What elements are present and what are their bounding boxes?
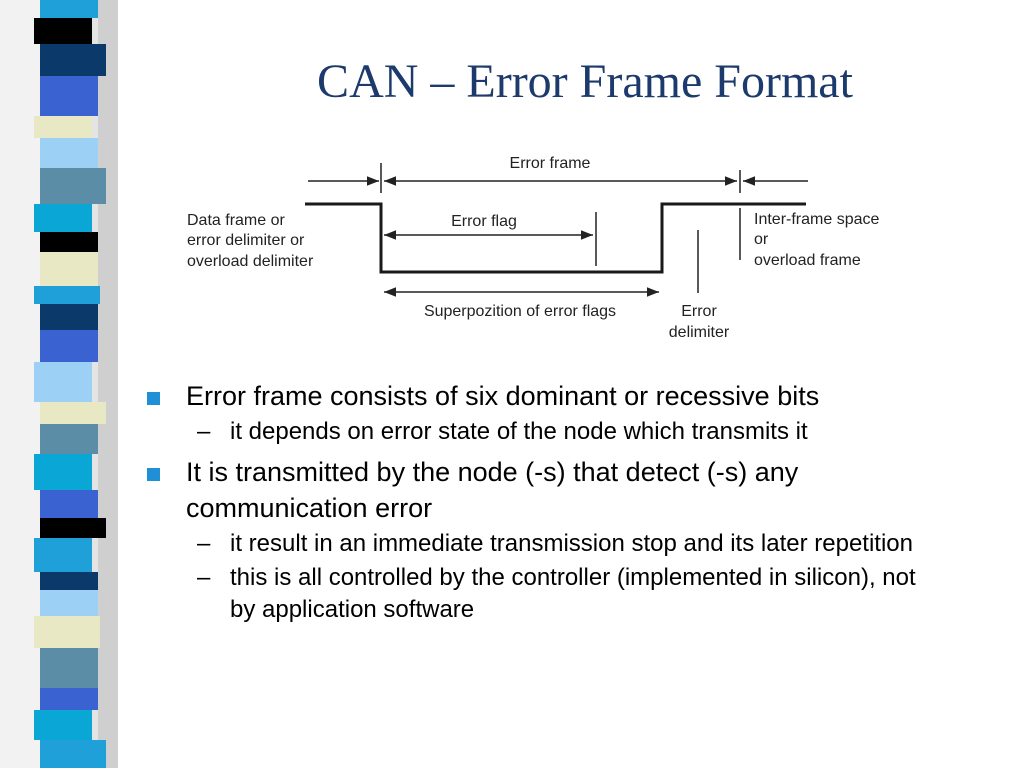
stripe-block [40, 490, 98, 518]
label-error-frame: Error frame [510, 155, 591, 172]
square-bullet-icon [147, 468, 160, 481]
stripe-block [40, 740, 106, 768]
label-right-line3: overload frame [754, 252, 861, 269]
sub-bullet-item: – it result in an immediate transmission… [143, 528, 943, 560]
dash-marker: – [197, 530, 211, 557]
stripe-block [40, 648, 98, 688]
bullet-text: It is transmitted by the node (-s) that … [186, 457, 799, 523]
stripe-block [40, 0, 98, 18]
bullet-list: Error frame consists of six dominant or … [143, 372, 943, 626]
square-bullet-icon [147, 392, 160, 405]
label-left-line2: error delimiter or [187, 232, 305, 249]
label-left-line1: Data frame or [187, 212, 285, 229]
sub-bullet-item: – this is all controlled by the controll… [143, 562, 943, 626]
stripe-block [40, 252, 98, 286]
dash-marker: – [197, 564, 211, 591]
decorative-stripe [0, 0, 118, 768]
sub-bullet-text: it result in an immediate transmission s… [230, 530, 913, 557]
stripe-block [40, 168, 106, 204]
dash-marker: – [197, 418, 211, 445]
stripe-block [40, 424, 98, 454]
label-left-line3: overload delimiter [187, 253, 314, 270]
stripe-block [34, 362, 92, 402]
stripe-block [40, 138, 98, 168]
slide-title: CAN – Error Frame Format [317, 55, 853, 108]
stripe-block [40, 572, 98, 590]
signal-waveform [305, 202, 806, 274]
label-right-line2: or [754, 231, 769, 248]
sub-bullet-text: it depends on error state of the node wh… [230, 418, 808, 445]
bullet-item: Error frame consists of six dominant or … [143, 378, 943, 414]
stripe-block [40, 44, 106, 76]
stripe-block [34, 204, 92, 232]
stripe-block [34, 710, 92, 740]
stripe-block [34, 454, 92, 490]
stripe-block [34, 116, 92, 138]
stripe-block [40, 688, 98, 710]
label-error-flag: Error flag [451, 213, 517, 230]
sub-bullet-text: this is all controlled by the controller… [230, 564, 916, 623]
stripe-block [40, 76, 98, 116]
stripe-block [34, 18, 92, 44]
stripe-block [34, 286, 100, 304]
bullet-text: Error frame consists of six dominant or … [186, 381, 820, 411]
stripe-block [40, 304, 98, 330]
label-delimiter-line1: Error [681, 303, 717, 320]
stripe-block [34, 616, 100, 648]
label-superposition: Superpozition of error flags [424, 303, 616, 320]
stripe-block [40, 402, 106, 424]
stripe-block [40, 518, 106, 538]
stripe-block [40, 232, 98, 252]
label-right-line1: Inter-frame space [754, 211, 879, 228]
sub-bullet-item: – it depends on error state of the node … [143, 416, 943, 448]
bullet-item: It is transmitted by the node (-s) that … [143, 454, 943, 526]
stripe-block [40, 330, 98, 362]
stripe-block [34, 538, 92, 572]
label-delimiter-line2: delimiter [669, 324, 730, 341]
stripe-block [40, 590, 98, 616]
